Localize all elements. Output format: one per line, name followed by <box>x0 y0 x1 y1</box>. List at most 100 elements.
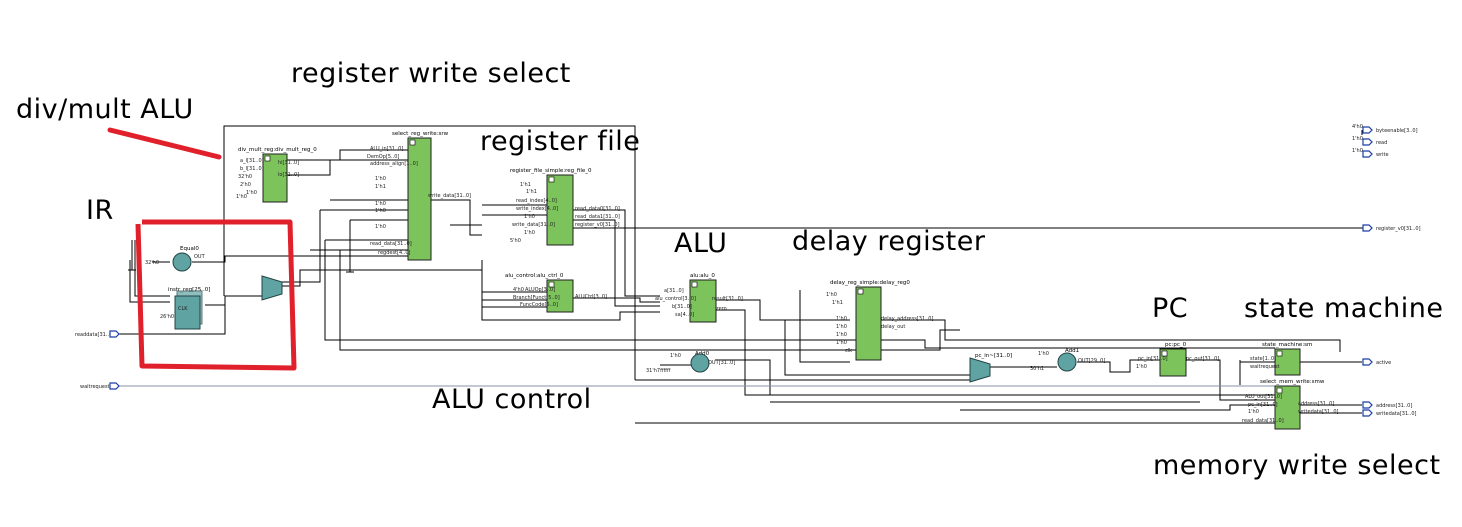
pc-block: pc:pc_0 pc_in[31..0] 1'h0 pc_out[31..0] <box>1136 342 1219 377</box>
pin-label: zero <box>716 306 727 312</box>
pin-label: 2'h0 <box>240 182 251 188</box>
pin-label: 1'h1 <box>520 182 531 188</box>
state-machine-block: state_machine:sm state[1..0] waitrequest <box>1250 342 1312 376</box>
pin-label: 1'h0 <box>375 224 386 230</box>
state-machine-title: state_machine:sm <box>1262 342 1312 348</box>
pin-label: 1'h0 <box>1038 351 1049 357</box>
port-label: waitrequest <box>80 384 110 390</box>
alu-control-title: alu_control:alu_ctrl_0 <box>505 273 564 279</box>
port-const: 4'h0 <box>1352 124 1363 130</box>
div-mult-block: div_mult_reg:div_mult_reg_0 a_l[31..0] b… <box>236 147 317 203</box>
pin-label: ALUCtrl[3..0] <box>575 294 607 300</box>
pin-label: 1'h0 <box>375 201 386 207</box>
div-mult-title: div_mult_reg:div_mult_reg_0 <box>238 147 317 153</box>
wire <box>287 149 408 161</box>
pin-label: pc_in[31..0] <box>1248 402 1278 408</box>
annotation-marks <box>107 127 297 371</box>
pin-label: 26'h0 <box>160 314 174 320</box>
pin-label: 1'h0 <box>670 353 681 359</box>
wire <box>339 250 960 351</box>
pc-title: pc:pc_0 <box>1165 342 1187 348</box>
pin-label: 1'h1 <box>375 184 386 190</box>
pin-label: read_data1[31..0] <box>575 214 620 220</box>
wire <box>324 240 1275 349</box>
annotation-state-machine: state machine <box>1244 293 1444 324</box>
pin-label: Branch[Funct[5..0] <box>513 295 560 301</box>
pin-label: sa[4..0] <box>675 312 694 318</box>
pin-label: alu_control[3..0] <box>655 296 696 302</box>
delay-register-block: delay_reg_simple:delay_reg0 1'h0 1'h1 1'… <box>826 280 933 361</box>
ir-highlight-box <box>135 219 297 371</box>
ir-mux <box>261 275 283 301</box>
pin-label: OUT[29..0] <box>1078 358 1105 364</box>
select-mem-write-block: select_mem_write:smw ALU_out[31..0] pc_i… <box>1242 379 1339 430</box>
wire <box>960 404 1275 411</box>
pin-label: pc_in[31..0] <box>1138 356 1168 362</box>
pin-label: 31'h7ffffff <box>646 368 671 374</box>
pin-label: FuncCode[5..0] <box>520 302 558 308</box>
port-label: address[31..0] <box>1376 403 1412 409</box>
pin-label: writedata[31..0] <box>1298 409 1339 415</box>
pin-label: ALUOp[3..0] <box>525 287 555 293</box>
pin-label: 1'h1 <box>526 189 537 195</box>
wire <box>223 125 636 380</box>
alu-block: alu:alu_0 a[31..0] alu_control[3..0] b[3… <box>655 273 743 323</box>
pin-label: OUT[31..0] <box>708 360 735 366</box>
equal0-title: Equal0 <box>180 246 199 252</box>
pin-label: result[31..0] <box>712 296 743 302</box>
div-mult-pointer-line <box>107 127 222 160</box>
input-port-readdata: readdata[31..0] <box>75 330 120 338</box>
pin-label: a[31..0] <box>664 288 684 294</box>
pin-label: 5'h0 <box>510 238 521 244</box>
port-const: 1'h0 <box>1352 148 1363 154</box>
port-const: 1'h0 <box>1352 136 1363 142</box>
wire <box>715 359 771 395</box>
annotations: register write select div/mult ALU regis… <box>16 58 1444 481</box>
register-file-block: register_file_simple:reg_file_0 1'h1 1'h… <box>510 168 620 246</box>
select-reg-write-block: select_reg_write:srw ALU_in[31..0] DemOp… <box>367 131 471 261</box>
wires <box>118 125 1365 424</box>
pin-label: register_v0[31..0] <box>575 222 620 228</box>
wire <box>287 159 408 176</box>
pin-label: write_data[31..0] <box>428 193 471 199</box>
output-port-read: 1'h0 read <box>1352 136 1387 146</box>
pin-label: OUT <box>194 254 206 260</box>
wire <box>716 309 1275 396</box>
equal0-comparator: Equal0 32'h0 OUT <box>145 246 206 272</box>
output-port-active: active <box>1362 358 1391 366</box>
delay-register-title: delay_reg_simple:delay_reg0 <box>830 280 910 286</box>
pin-label: b_l[31..0] <box>240 166 264 172</box>
pin-label: read_data[31..0] <box>1242 418 1284 424</box>
pin-label: clk <box>845 348 852 354</box>
pin-label: b[31..0] <box>672 304 692 310</box>
wire <box>573 209 660 297</box>
annotation-memory-write-select: memory write select <box>1153 450 1441 481</box>
pin-label: write_index[4..0] <box>516 206 558 212</box>
pin-label: 1'h0 <box>375 208 386 214</box>
pin-label: 1'h0 <box>236 194 247 200</box>
instr-reg-block: instr_reg[25..0] CLK 26'h0 <box>160 287 210 330</box>
pin-label: 1'h0 <box>826 292 837 298</box>
annotation-register-file: register file <box>480 126 640 157</box>
select-reg-write-title: select_reg_write:srw <box>392 131 449 137</box>
wire <box>784 320 975 376</box>
select-mem-write-title: select_mem_write:smw <box>1260 379 1325 385</box>
pin-label: read_index[4..0] <box>516 198 557 204</box>
annotation-pc: PC <box>1152 293 1188 324</box>
pin-label: state[1..0] <box>1250 356 1276 362</box>
wire <box>1077 359 1160 373</box>
pin-label: 1'h1 <box>832 300 843 306</box>
add1-adder: Add1 1'h0 30'h1 OUT[29..0] <box>1030 348 1105 372</box>
output-port-write: 1'h0 write <box>1352 148 1389 158</box>
output-port-register-v0: register_v0[31..0] <box>1362 224 1421 232</box>
port-label: write <box>1376 152 1389 158</box>
wire <box>716 299 850 321</box>
alu-title: alu:alu_0 <box>690 273 715 279</box>
pin-label: regdest[4..0] <box>378 250 411 256</box>
annotation-div-mult-alu: div/mult ALU <box>16 94 194 125</box>
wire <box>431 199 482 236</box>
annotation-alu: ALU <box>674 228 727 259</box>
wire <box>282 269 482 287</box>
wire <box>118 296 226 335</box>
port-label: register_v0[31..0] <box>1376 226 1421 232</box>
